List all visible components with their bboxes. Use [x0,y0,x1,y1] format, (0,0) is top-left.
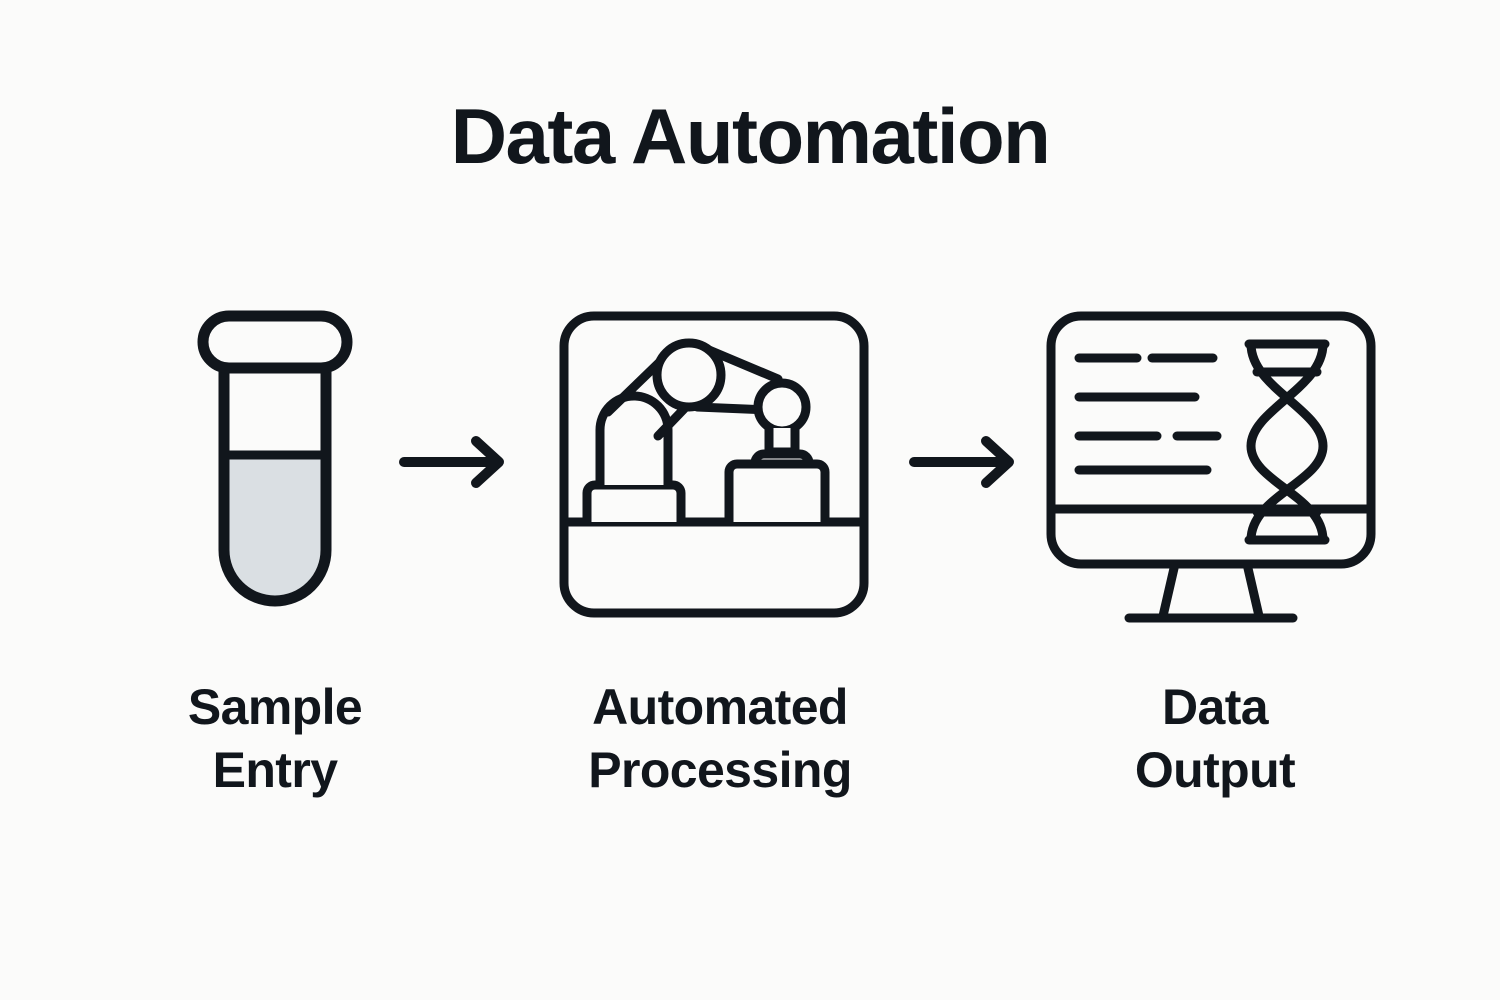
test-tube-icon [197,310,353,607]
arrow-right-icon [399,436,504,488]
page-title: Data Automation [450,92,1051,180]
flow-arrow-2 [908,432,1028,492]
flow-label-line-2: Entry [212,741,338,798]
flow-step-data-output [1035,300,1395,640]
flow-label-line-1: Data [1162,679,1269,735]
flow-label-line-2: Processing [588,741,852,798]
flow-step-sample-entry [150,300,400,640]
flow-label-line-2: Output [1134,741,1296,798]
flow-label-line-1: Sample [187,679,363,735]
monitor-dna-icon [1046,311,1376,623]
flow-label-line-1: Automated [592,679,848,735]
flow-step-automated-processing [545,300,895,640]
arrow-right-icon [909,436,1014,488]
flow-arrow-1 [398,432,518,492]
flow-label-automated-processing: Automated Processing [505,676,935,801]
flow-row [0,300,1500,640]
flow-label-data-output: Data Output [1025,676,1405,801]
flow-label-sample-entry: Sample Entry [125,676,425,801]
flow-labels: Sample Entry Automated Processing Data O… [0,676,1500,816]
robot-arm-icon [559,311,869,618]
